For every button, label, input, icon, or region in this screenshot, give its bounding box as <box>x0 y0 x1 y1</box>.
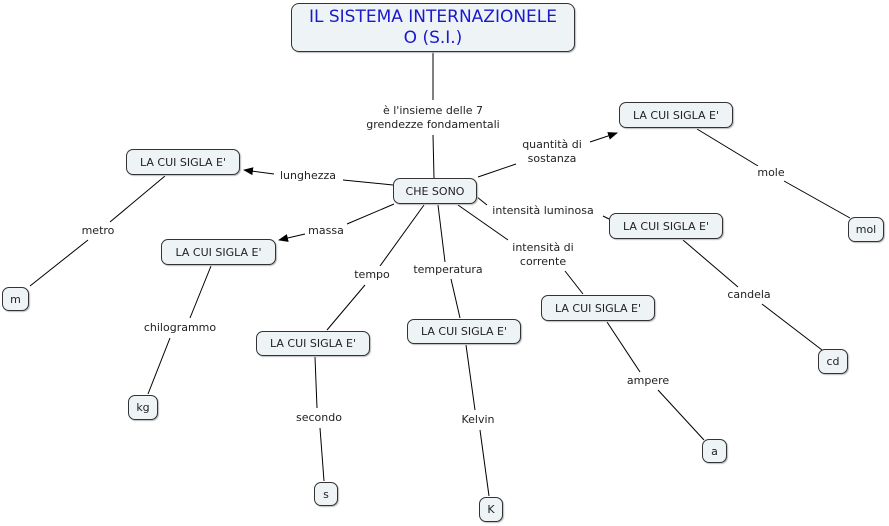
edge <box>147 337 171 395</box>
edge <box>696 128 759 167</box>
edge <box>314 356 318 409</box>
edge <box>346 203 395 225</box>
edge <box>602 215 610 220</box>
edge <box>189 265 212 319</box>
edge <box>476 196 488 206</box>
symbol-node-a[interactable]: a <box>702 439 727 463</box>
edge <box>342 179 394 186</box>
link-lunghezza: lunghezza <box>279 169 337 183</box>
edge <box>783 180 851 219</box>
symbol-node-m[interactable]: m <box>2 287 29 311</box>
sigla-node-tempo[interactable]: LA CUI SIGLA E' <box>256 331 370 356</box>
link-temperatura: temperatura <box>413 263 483 277</box>
edge <box>29 239 89 287</box>
link-intensita-luminosa: intensità luminosa <box>492 204 594 218</box>
link-sostanza-line-1: quantità di <box>522 138 582 151</box>
link-massa: massa <box>308 224 344 238</box>
sigla-node-luminosa[interactable]: LA CUI SIGLA E' <box>609 213 723 239</box>
sigla-node-corrente[interactable]: LA CUI SIGLA E' <box>541 295 655 321</box>
link-secondo: secondo <box>296 411 342 425</box>
edge <box>319 427 325 482</box>
link-sostanza-line-2: sostanza <box>527 152 577 165</box>
link-mole: mole <box>757 166 785 180</box>
edge <box>589 132 618 143</box>
edge <box>109 175 166 223</box>
link-title-line-1: è l'insieme delle 7 <box>382 104 484 117</box>
link-metro: metro <box>81 224 115 238</box>
edge <box>682 239 739 288</box>
edge <box>479 429 490 497</box>
sigla-node-massa[interactable]: LA CUI SIGLA E' <box>161 239 276 265</box>
edge <box>278 233 306 242</box>
edge <box>450 278 461 319</box>
link-intensita-corrente: intensità di corrente <box>512 241 574 269</box>
link-ampere: ampere <box>626 374 670 388</box>
link-quantita-sostanza: quantità di sostanza <box>522 138 582 166</box>
edge <box>657 389 705 441</box>
title-node[interactable]: IL SISTEMA INTERNAZIONELE O (S.I.) <box>291 3 575 52</box>
link-corrente-line-1: intensità di <box>512 241 574 254</box>
symbol-node-cd[interactable]: cd <box>818 349 848 374</box>
link-tempo: tempo <box>354 268 390 282</box>
edge <box>761 303 823 351</box>
edge <box>437 204 446 263</box>
sigla-node-sostanza[interactable]: LA CUI SIGLA E' <box>619 102 733 128</box>
edge <box>379 204 425 267</box>
link-title: è l'insieme delle 7 grendezze fondamenta… <box>366 104 500 132</box>
symbol-node-K[interactable]: K <box>479 497 503 522</box>
link-candela: candela <box>727 288 771 302</box>
edge <box>606 321 641 373</box>
edge <box>243 167 275 176</box>
edge <box>457 204 509 241</box>
sigla-node-lunghezza[interactable]: LA CUI SIGLA E' <box>126 149 240 175</box>
edge <box>477 163 517 178</box>
title-line-2: O (S.I.) <box>403 27 463 48</box>
link-corrente-line-2: corrente <box>519 255 567 268</box>
edge <box>326 284 366 331</box>
center-node[interactable]: CHE SONO <box>393 178 477 204</box>
edge <box>465 344 476 411</box>
link-chilogrammo: chilogrammo <box>143 321 217 335</box>
edge <box>432 134 435 179</box>
symbol-node-mol[interactable]: mol <box>848 217 884 242</box>
sigla-node-temperatura[interactable]: LA CUI SIGLA E' <box>407 319 521 344</box>
symbol-node-s[interactable]: s <box>314 482 338 506</box>
symbol-node-kg[interactable]: kg <box>128 395 158 420</box>
title-line-1: IL SISTEMA INTERNAZIONELE <box>308 6 558 27</box>
link-title-line-2: grendezze fondamentali <box>366 118 500 131</box>
edge <box>564 270 584 295</box>
link-kelvin: Kelvin <box>461 413 495 427</box>
